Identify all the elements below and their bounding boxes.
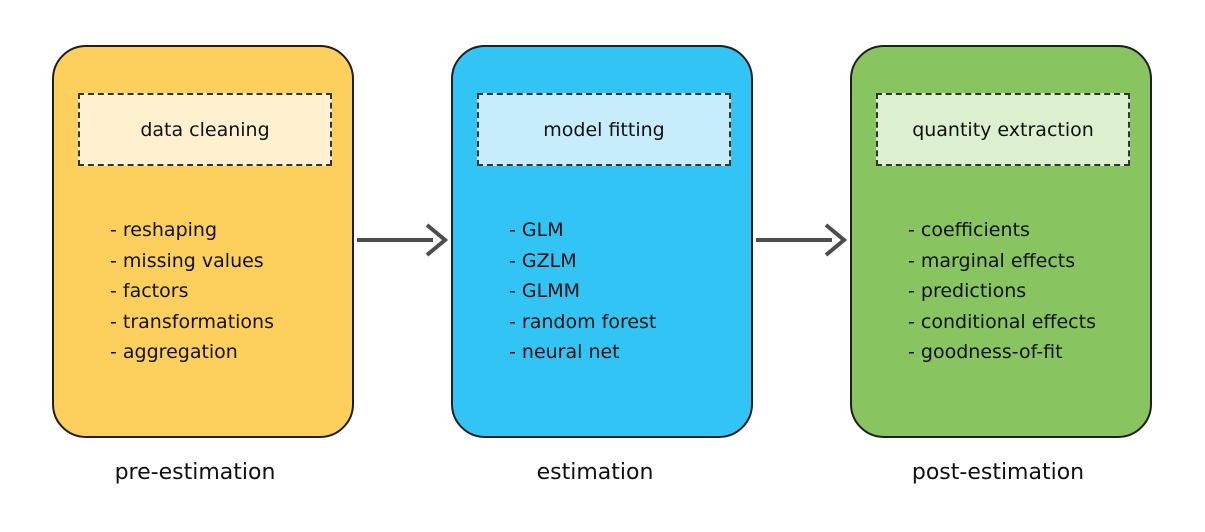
pre-estimation-item-list: reshaping missing values factors transfo… [110, 215, 274, 368]
estimation-label: estimation [536, 460, 654, 485]
list-item: GLMM [509, 276, 656, 307]
list-item: reshaping [110, 215, 274, 246]
list-item: goodness-of-fit [908, 337, 1096, 368]
pre-estimation-label: pre-estimation [114, 460, 276, 485]
list-item: factors [110, 276, 274, 307]
list-item: transformations [110, 307, 274, 338]
pre-estimation-box: data cleaning reshaping missing values f… [52, 45, 354, 438]
quantity-extraction-title: quantity extraction [912, 118, 1094, 141]
list-item: conditional effects [908, 307, 1096, 338]
post-estimation-item-list: coefficients marginal effects prediction… [908, 215, 1096, 368]
post-estimation-label: post-estimation [911, 460, 1085, 485]
model-fitting-title: model fitting [543, 118, 665, 141]
data-cleaning-title: data cleaning [140, 118, 270, 141]
list-item: aggregation [110, 337, 274, 368]
list-item: GLM [509, 215, 656, 246]
list-item: predictions [908, 276, 1096, 307]
list-item: random forest [509, 307, 656, 338]
quantity-extraction-box: quantity extraction [876, 93, 1130, 166]
list-item: GZLM [509, 246, 656, 277]
data-cleaning-box: data cleaning [78, 93, 332, 166]
model-fitting-box: model fitting [477, 93, 731, 166]
arrow-right-icon [756, 221, 848, 259]
list-item: marginal effects [908, 246, 1096, 277]
post-estimation-box: quantity extraction coefficients margina… [850, 45, 1152, 438]
arrow-right-icon [357, 221, 449, 259]
list-item: neural net [509, 337, 656, 368]
list-item: coefficients [908, 215, 1096, 246]
list-item: missing values [110, 246, 274, 277]
estimation-item-list: GLM GZLM GLMM random forest neural net [509, 215, 656, 368]
estimation-box: model fitting GLM GZLM GLMM random fores… [451, 45, 753, 438]
